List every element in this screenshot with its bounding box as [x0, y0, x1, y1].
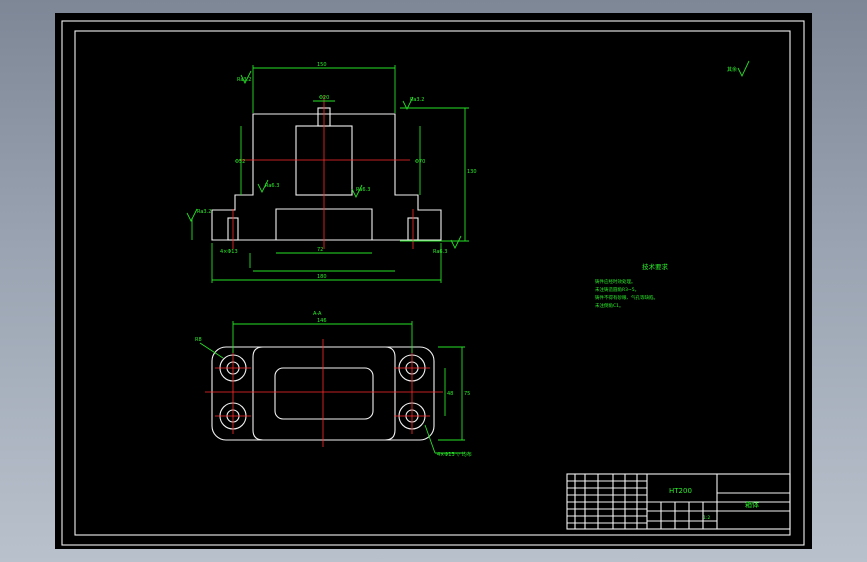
svg-text:Ra6.3: Ra6.3	[356, 187, 370, 193]
tech-req-line-3: 铸件不得有砂眼、气孔等缺陷。	[595, 294, 658, 301]
svg-text:Ra3.2: Ra3.2	[410, 97, 424, 103]
tech-req-line-1: 铸件应经时效处理。	[595, 278, 636, 285]
outer-border	[61, 20, 805, 546]
title-block: HT200 箱体 1:2	[566, 473, 791, 530]
svg-text:Ra6.3: Ra6.3	[433, 249, 447, 255]
drawing-sheet: 150 Φ20 130 Φ70 Φ52 180 72 Ra3.2 Ra3.2 R…	[55, 13, 812, 549]
front-section-view: 150 Φ20 130 Φ70 Φ52 180 72 Ra3.2 Ra3.2 R…	[186, 62, 477, 283]
tech-req-title: 技术要求	[642, 262, 669, 271]
svg-text:150: 150	[317, 62, 327, 68]
svg-text:180: 180	[317, 274, 327, 280]
svg-text:48: 48	[447, 391, 453, 397]
svg-text:72: 72	[317, 247, 323, 253]
svg-text:Ra3.2: Ra3.2	[197, 209, 211, 215]
material-label: HT200	[669, 487, 692, 495]
scale-label: 1:2	[703, 515, 710, 521]
svg-text:R8: R8	[195, 337, 202, 343]
tech-req-line-4: 未注倒角C1。	[595, 302, 624, 309]
svg-text:4×Φ13 ▽ 均布: 4×Φ13 ▽ 均布	[437, 451, 472, 458]
svg-text:Φ70: Φ70	[415, 159, 425, 165]
top-view: 146 A-A 75 48 R8 4×Φ13 ▽ 均布	[195, 311, 472, 458]
default-roughness-symbol: 其余	[727, 60, 750, 78]
inner-border	[74, 30, 791, 536]
svg-text:A-A: A-A	[313, 311, 322, 317]
svg-text:130: 130	[467, 169, 477, 175]
svg-text:Φ20: Φ20	[319, 95, 329, 101]
engineering-drawing: 150 Φ20 130 Φ70 Φ52 180 72 Ra3.2 Ra3.2 R…	[61, 20, 805, 546]
svg-text:Ra6.3: Ra6.3	[265, 183, 279, 189]
part-name-label: 箱体	[745, 500, 759, 509]
svg-text:Φ52: Φ52	[235, 159, 245, 165]
svg-text:其余: 其余	[727, 66, 737, 73]
svg-text:146: 146	[317, 318, 327, 324]
svg-text:75: 75	[464, 391, 470, 397]
svg-text:4×Φ13: 4×Φ13	[220, 249, 238, 255]
technical-requirements: 技术要求 铸件应经时效处理。 未注铸造圆角R3~5。 铸件不得有砂眼、气孔等缺陷…	[595, 262, 669, 309]
svg-text:Ra3.2: Ra3.2	[237, 77, 251, 83]
tech-req-line-2: 未注铸造圆角R3~5。	[595, 286, 639, 293]
